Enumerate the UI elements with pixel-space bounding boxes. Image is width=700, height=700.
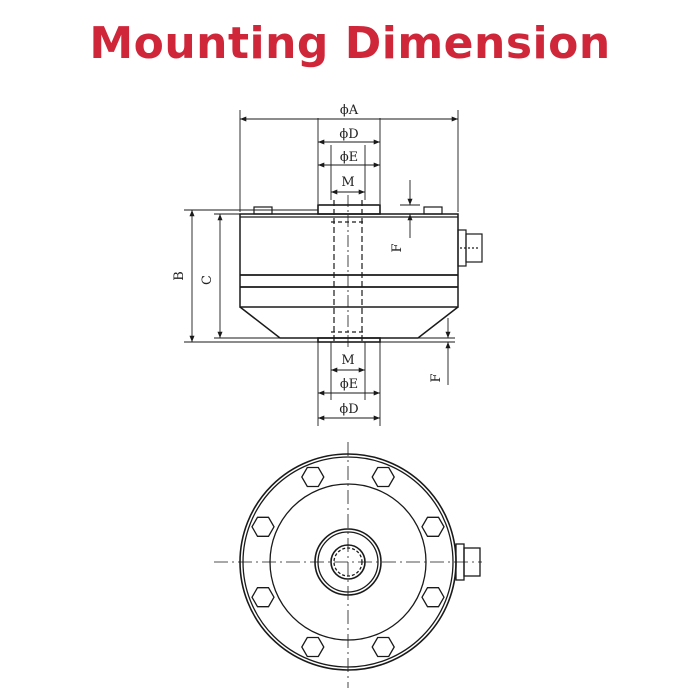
label-phiE-bottom: ϕE bbox=[340, 377, 358, 392]
bolt-head-1 bbox=[421, 587, 445, 608]
top-stud bbox=[317, 204, 381, 215]
bolt-head-2 bbox=[371, 636, 395, 658]
label-M-top: M bbox=[341, 175, 354, 190]
label-phiD-top: ϕD bbox=[339, 127, 358, 142]
page-title: Mounting Dimension bbox=[89, 18, 611, 69]
label-C: C bbox=[200, 275, 215, 285]
top-bolt-left bbox=[253, 206, 273, 215]
top-view bbox=[214, 442, 482, 688]
sensor-base bbox=[239, 306, 459, 339]
label-F-bottom: F bbox=[429, 373, 444, 382]
bolt-head-4 bbox=[251, 587, 275, 608]
label-phiA: ϕA bbox=[340, 103, 359, 118]
inner-ring-circle bbox=[269, 483, 427, 641]
label-B: B bbox=[172, 271, 187, 281]
dimension-labels: ϕA ϕD ϕE M F B C M ϕE F ϕD bbox=[172, 103, 444, 417]
bolt-head-7 bbox=[371, 466, 395, 488]
side-view bbox=[239, 195, 483, 348]
bolt-head-5 bbox=[251, 516, 275, 537]
label-M-bottom: M bbox=[341, 353, 354, 368]
bolt-head-3 bbox=[301, 636, 325, 658]
label-phiE-top: ϕE bbox=[340, 150, 358, 165]
label-F-top: F bbox=[390, 243, 405, 252]
bolt-head-6 bbox=[301, 466, 325, 488]
dimension-lines bbox=[184, 110, 459, 426]
bolt-heads bbox=[251, 466, 445, 658]
label-phiD-bottom: ϕD bbox=[339, 402, 358, 417]
bottom-stud bbox=[317, 337, 381, 343]
sensor-body bbox=[239, 213, 459, 308]
center-bore-circle bbox=[330, 544, 366, 580]
hub-outer-circle bbox=[314, 528, 382, 596]
top-bolt-right bbox=[423, 206, 443, 215]
bolt-head-8 bbox=[421, 516, 445, 537]
